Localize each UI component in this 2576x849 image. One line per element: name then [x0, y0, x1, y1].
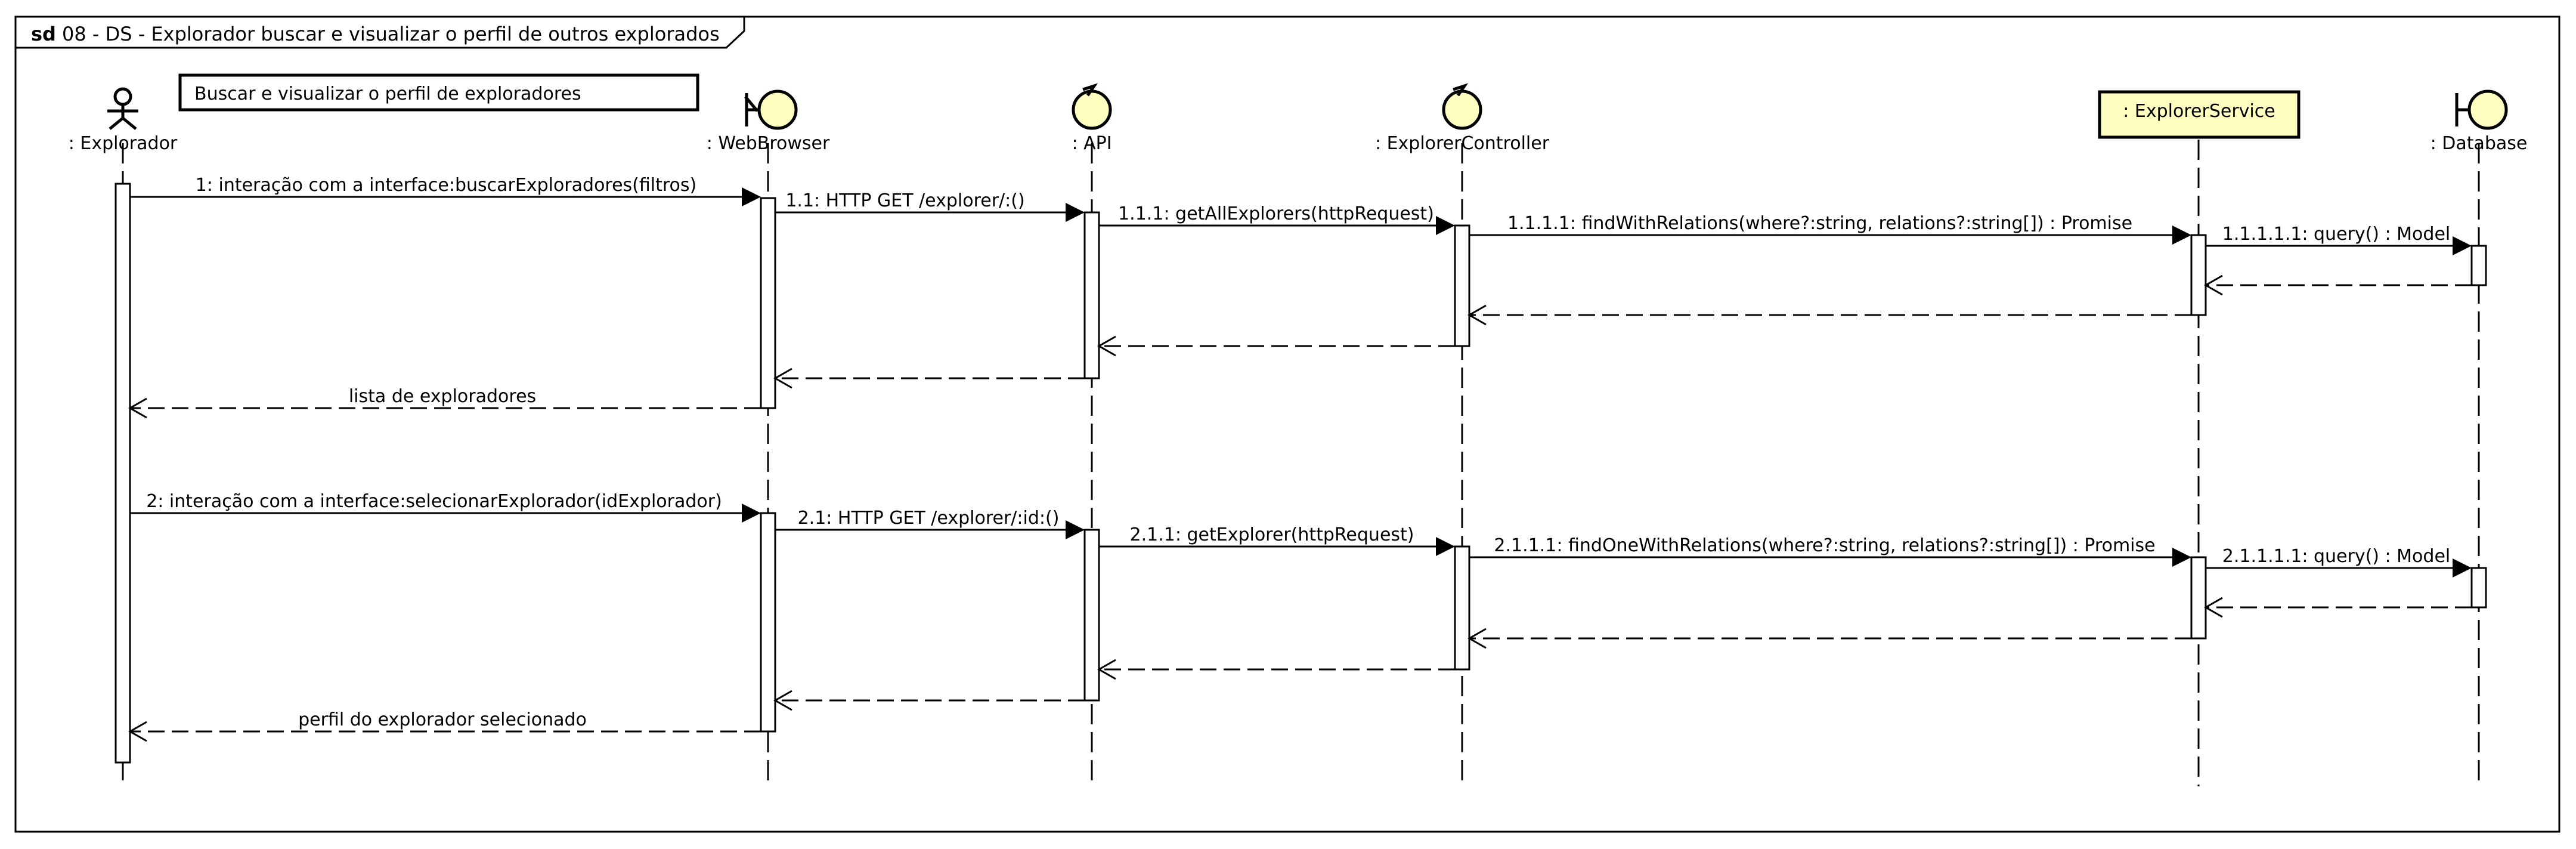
note-box	[178, 73, 699, 112]
message-label: 2.1.1.1: findOneWithRelations(where?:str…	[1494, 535, 2155, 556]
message-m1: 1: interação com a interface:buscarExplo…	[130, 175, 761, 206]
message-m2_1_1_1: 2.1.1.1: findOneWithRelations(where?:str…	[1469, 535, 2191, 567]
message-label: lista de exploradores	[349, 386, 536, 407]
message-label: perfil do explorador selecionado	[298, 709, 587, 730]
control-icon	[1072, 83, 1112, 130]
return-r2_ctl	[1097, 659, 1455, 680]
message-m2_1_1_1_1: 2.1.1.1.1: query() : Model	[2206, 546, 2472, 578]
activation-database-1	[2470, 245, 2487, 286]
actor-icon	[107, 87, 138, 130]
service-head-box	[2098, 90, 2301, 139]
message-m1_1: 1.1: HTTP GET /explorer/:()	[775, 190, 1085, 222]
note-text: Buscar e visualizar o perfil de explorad…	[194, 84, 581, 104]
message-label: 1: interação com a interface:buscarExplo…	[196, 175, 697, 196]
message-label: 2.1: HTTP GET /explorer/:id:()	[798, 508, 1060, 529]
return-r1_svc	[1467, 304, 2191, 326]
return-r2_db	[2203, 597, 2472, 618]
return-r1_api	[773, 368, 1085, 389]
return-r2_wb: perfil do explorador selecionado	[128, 709, 761, 742]
message-label: 1.1.1.1.1: query() : Model	[2222, 224, 2451, 245]
control-icon	[1442, 83, 1482, 130]
return-r1_wb: lista de exploradores	[128, 386, 761, 419]
message-m2_1_1: 2.1.1: getExplorer(httpRequest)	[1099, 524, 1455, 556]
lifeline-label-service: : ExplorerService	[2123, 101, 2275, 122]
lifeline-label-webbrowser: : WebBrowser	[707, 133, 830, 154]
activation-database-2	[2470, 567, 2487, 609]
message-label: 2.1.1: getExplorer(httpRequest)	[1130, 524, 1414, 545]
frame-title-text: 08 - DS - Explorador buscar e visualizar…	[62, 23, 720, 45]
message-label: 1.1.1.1: findWithRelations(where?:string…	[1507, 213, 2132, 234]
return-r1_ctl	[1097, 335, 1455, 357]
message-m1_1_1_1: 1.1.1.1: findWithRelations(where?:string…	[1469, 213, 2191, 245]
activation-controller-2	[1454, 545, 1470, 671]
message-label: 1.1.1: getAllExplorers(httpRequest)	[1118, 203, 1434, 224]
message-m1_1_1_1_1: 1.1.1.1.1: query() : Model	[2206, 224, 2472, 255]
activation-service-2	[2190, 556, 2207, 640]
frame-keyword: sd	[31, 23, 56, 45]
activation-explorador	[114, 183, 131, 764]
lifeline-label-api: : API	[1072, 133, 1111, 154]
lifeline-label-explorador: : Explorador	[69, 133, 178, 154]
message-m2_1: 2.1: HTTP GET /explorer/:id:()	[775, 508, 1085, 539]
message-label: 1.1: HTTP GET /explorer/:()	[785, 190, 1024, 211]
lifeline-label-database: : Database	[2431, 133, 2528, 154]
boundary-icon	[2455, 89, 2508, 130]
return-r2_svc	[1467, 628, 2191, 649]
activation-api-1	[1083, 211, 1100, 379]
return-r2_api	[773, 690, 1085, 711]
message-m1_1_1: 1.1.1: getAllExplorers(httpRequest)	[1099, 203, 1455, 235]
activation-service-1	[2190, 234, 2207, 316]
message-label: 2: interação com a interface:selecionarE…	[146, 491, 722, 512]
activation-webbrowser-1	[760, 197, 776, 409]
boundary-icon	[744, 89, 798, 130]
return-r1_db	[2203, 274, 2472, 296]
activation-controller-1	[1454, 224, 1470, 347]
message-label: 2.1.1.1.1: query() : Model	[2222, 546, 2451, 567]
frame-title: sd 08 - DS - Explorador buscar e visualiz…	[31, 23, 720, 45]
lifeline-label-controller: : ExplorerController	[1375, 133, 1550, 154]
frame-title-tab	[16, 17, 745, 49]
activation-webbrowser-2	[760, 512, 776, 733]
activation-api-2	[1083, 529, 1100, 702]
message-m2: 2: interação com a interface:selecionarE…	[130, 491, 761, 523]
diagram-frame	[14, 16, 2560, 833]
